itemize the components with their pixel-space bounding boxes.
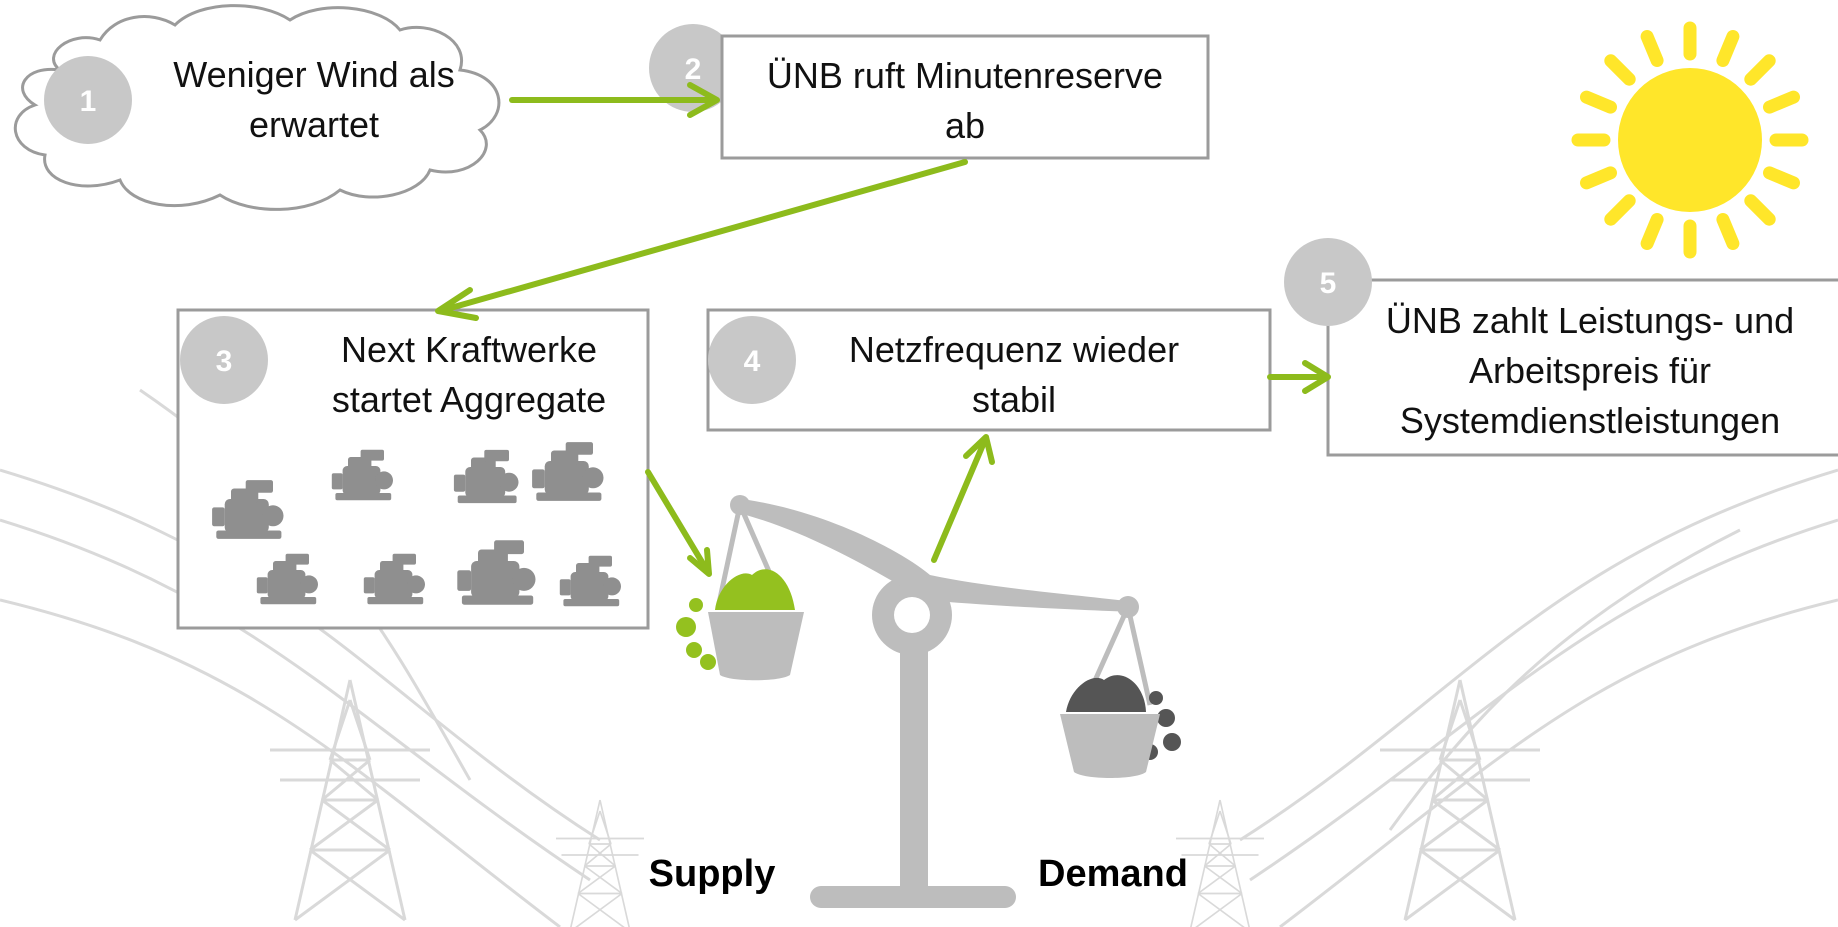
power-line (1388, 528, 1741, 831)
step-2-text: ab (945, 105, 985, 146)
step-3-text: startet Aggregate (332, 379, 606, 420)
sun-ray (1716, 213, 1740, 250)
power-line (0, 598, 561, 927)
step-2-text: ÜNB ruft Minutenreserve (767, 55, 1163, 96)
power-line (1239, 468, 1838, 842)
step-1-cloud: 1 Weniger Wind als erwartet (13, 4, 501, 211)
sun-ray (1604, 54, 1636, 86)
supply-label: Supply (649, 853, 776, 895)
power-line (0, 518, 591, 882)
step-5-frame (1326, 278, 1838, 457)
arrow-1-to-2 (509, 82, 720, 118)
step-4-text: Netzfrequenz wieder (849, 329, 1179, 370)
supply-load-icon (676, 569, 795, 670)
sun-ray (1640, 30, 1664, 67)
sun-ray (1716, 30, 1740, 67)
step-number: 1 (80, 85, 97, 118)
step-5-text: ÜNB zahlt Leistungs- und (1386, 300, 1794, 341)
step-badge (1284, 238, 1372, 326)
step-3-box: 3 Next Kraftwerke startet Aggregate (176, 308, 650, 630)
step-5-text: Systemdienstleistungen (1400, 400, 1780, 441)
step-badge (44, 56, 132, 144)
step-number: 5 (1320, 267, 1337, 300)
step-1-text: Weniger Wind als (173, 54, 454, 95)
step-number: 2 (685, 53, 702, 86)
arrow-4-to-5 (1267, 360, 1331, 394)
step-5-text: Arbeitspreis für (1469, 350, 1711, 391)
step-number: 3 (216, 345, 233, 378)
power-line (1279, 598, 1838, 927)
step-4-box: 4 Netzfrequenz wieder stabil (706, 308, 1272, 432)
flow-arrows (435, 82, 1331, 577)
step-3-text: Next Kraftwerke (341, 329, 597, 370)
balance-scale-icon (676, 495, 1181, 908)
arrow-3-to-scale (645, 469, 712, 577)
step-4-text: stabil (972, 379, 1056, 420)
step-2-frame (720, 34, 1210, 160)
cloud-icon (13, 4, 501, 211)
power-pylon-icon (268, 678, 432, 922)
step-badge (649, 24, 737, 112)
step-5-box: 5 ÜNB zahlt Leistungs- und Arbeitspreis … (1284, 238, 1838, 457)
sun-ray (1744, 194, 1776, 226)
power-line (0, 468, 601, 842)
sun-icon (1571, 21, 1809, 259)
sun-ray (1640, 213, 1664, 250)
sun-ray (1763, 90, 1800, 114)
step-badge (180, 316, 268, 404)
step-2-box: 2 ÜNB ruft Minutenreserve ab (649, 24, 1210, 160)
power-line (1249, 518, 1838, 882)
step-4-frame (706, 308, 1272, 432)
power-pylon-icon (1378, 678, 1542, 922)
arrow-2-to-3 (435, 159, 968, 321)
sun-ray (1763, 166, 1800, 190)
sun-ray (1580, 166, 1617, 190)
demand-label: Demand (1038, 853, 1188, 895)
sun-ray (1744, 54, 1776, 86)
step-1-text: erwartet (249, 104, 379, 145)
sun-ray (1604, 194, 1636, 226)
arrow-scale-to-4 (931, 434, 995, 563)
step-badge (708, 316, 796, 404)
sun-ray (1580, 90, 1617, 114)
step-number: 4 (744, 345, 761, 378)
power-pylon-icon (1175, 799, 1265, 927)
